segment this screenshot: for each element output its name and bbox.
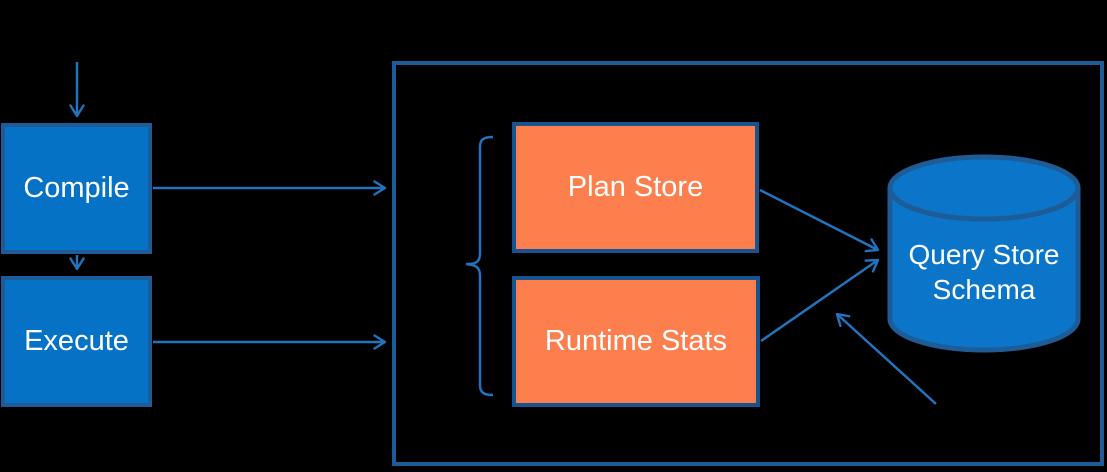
arrow-plan-store-to-schema — [759, 188, 880, 253]
compile-label: Compile — [23, 171, 130, 204]
plan-store-box: Plan Store — [512, 122, 759, 253]
grouping-brace — [465, 135, 494, 397]
query-store-container — [392, 61, 1104, 466]
compile-box: Compile — [1, 123, 152, 254]
runtime-stats-label: Runtime Stats — [544, 324, 728, 357]
execute-box: Execute — [1, 276, 152, 407]
arrow-annotation-pointer — [835, 312, 937, 405]
query-store-schema-label: Query Store Schema — [880, 237, 1088, 313]
runtime-stats-box: Runtime Stats — [512, 276, 760, 407]
arrow-runtime-stats-to-schema — [760, 258, 880, 343]
execute-label: Execute — [24, 324, 129, 357]
query-store-schema-label-line1: Query Store — [908, 239, 1060, 270]
query-store-schema-label-line2: Schema — [932, 274, 1036, 305]
plan-store-label: Plan Store — [567, 170, 704, 203]
database-cylinder-icon — [887, 154, 1081, 353]
